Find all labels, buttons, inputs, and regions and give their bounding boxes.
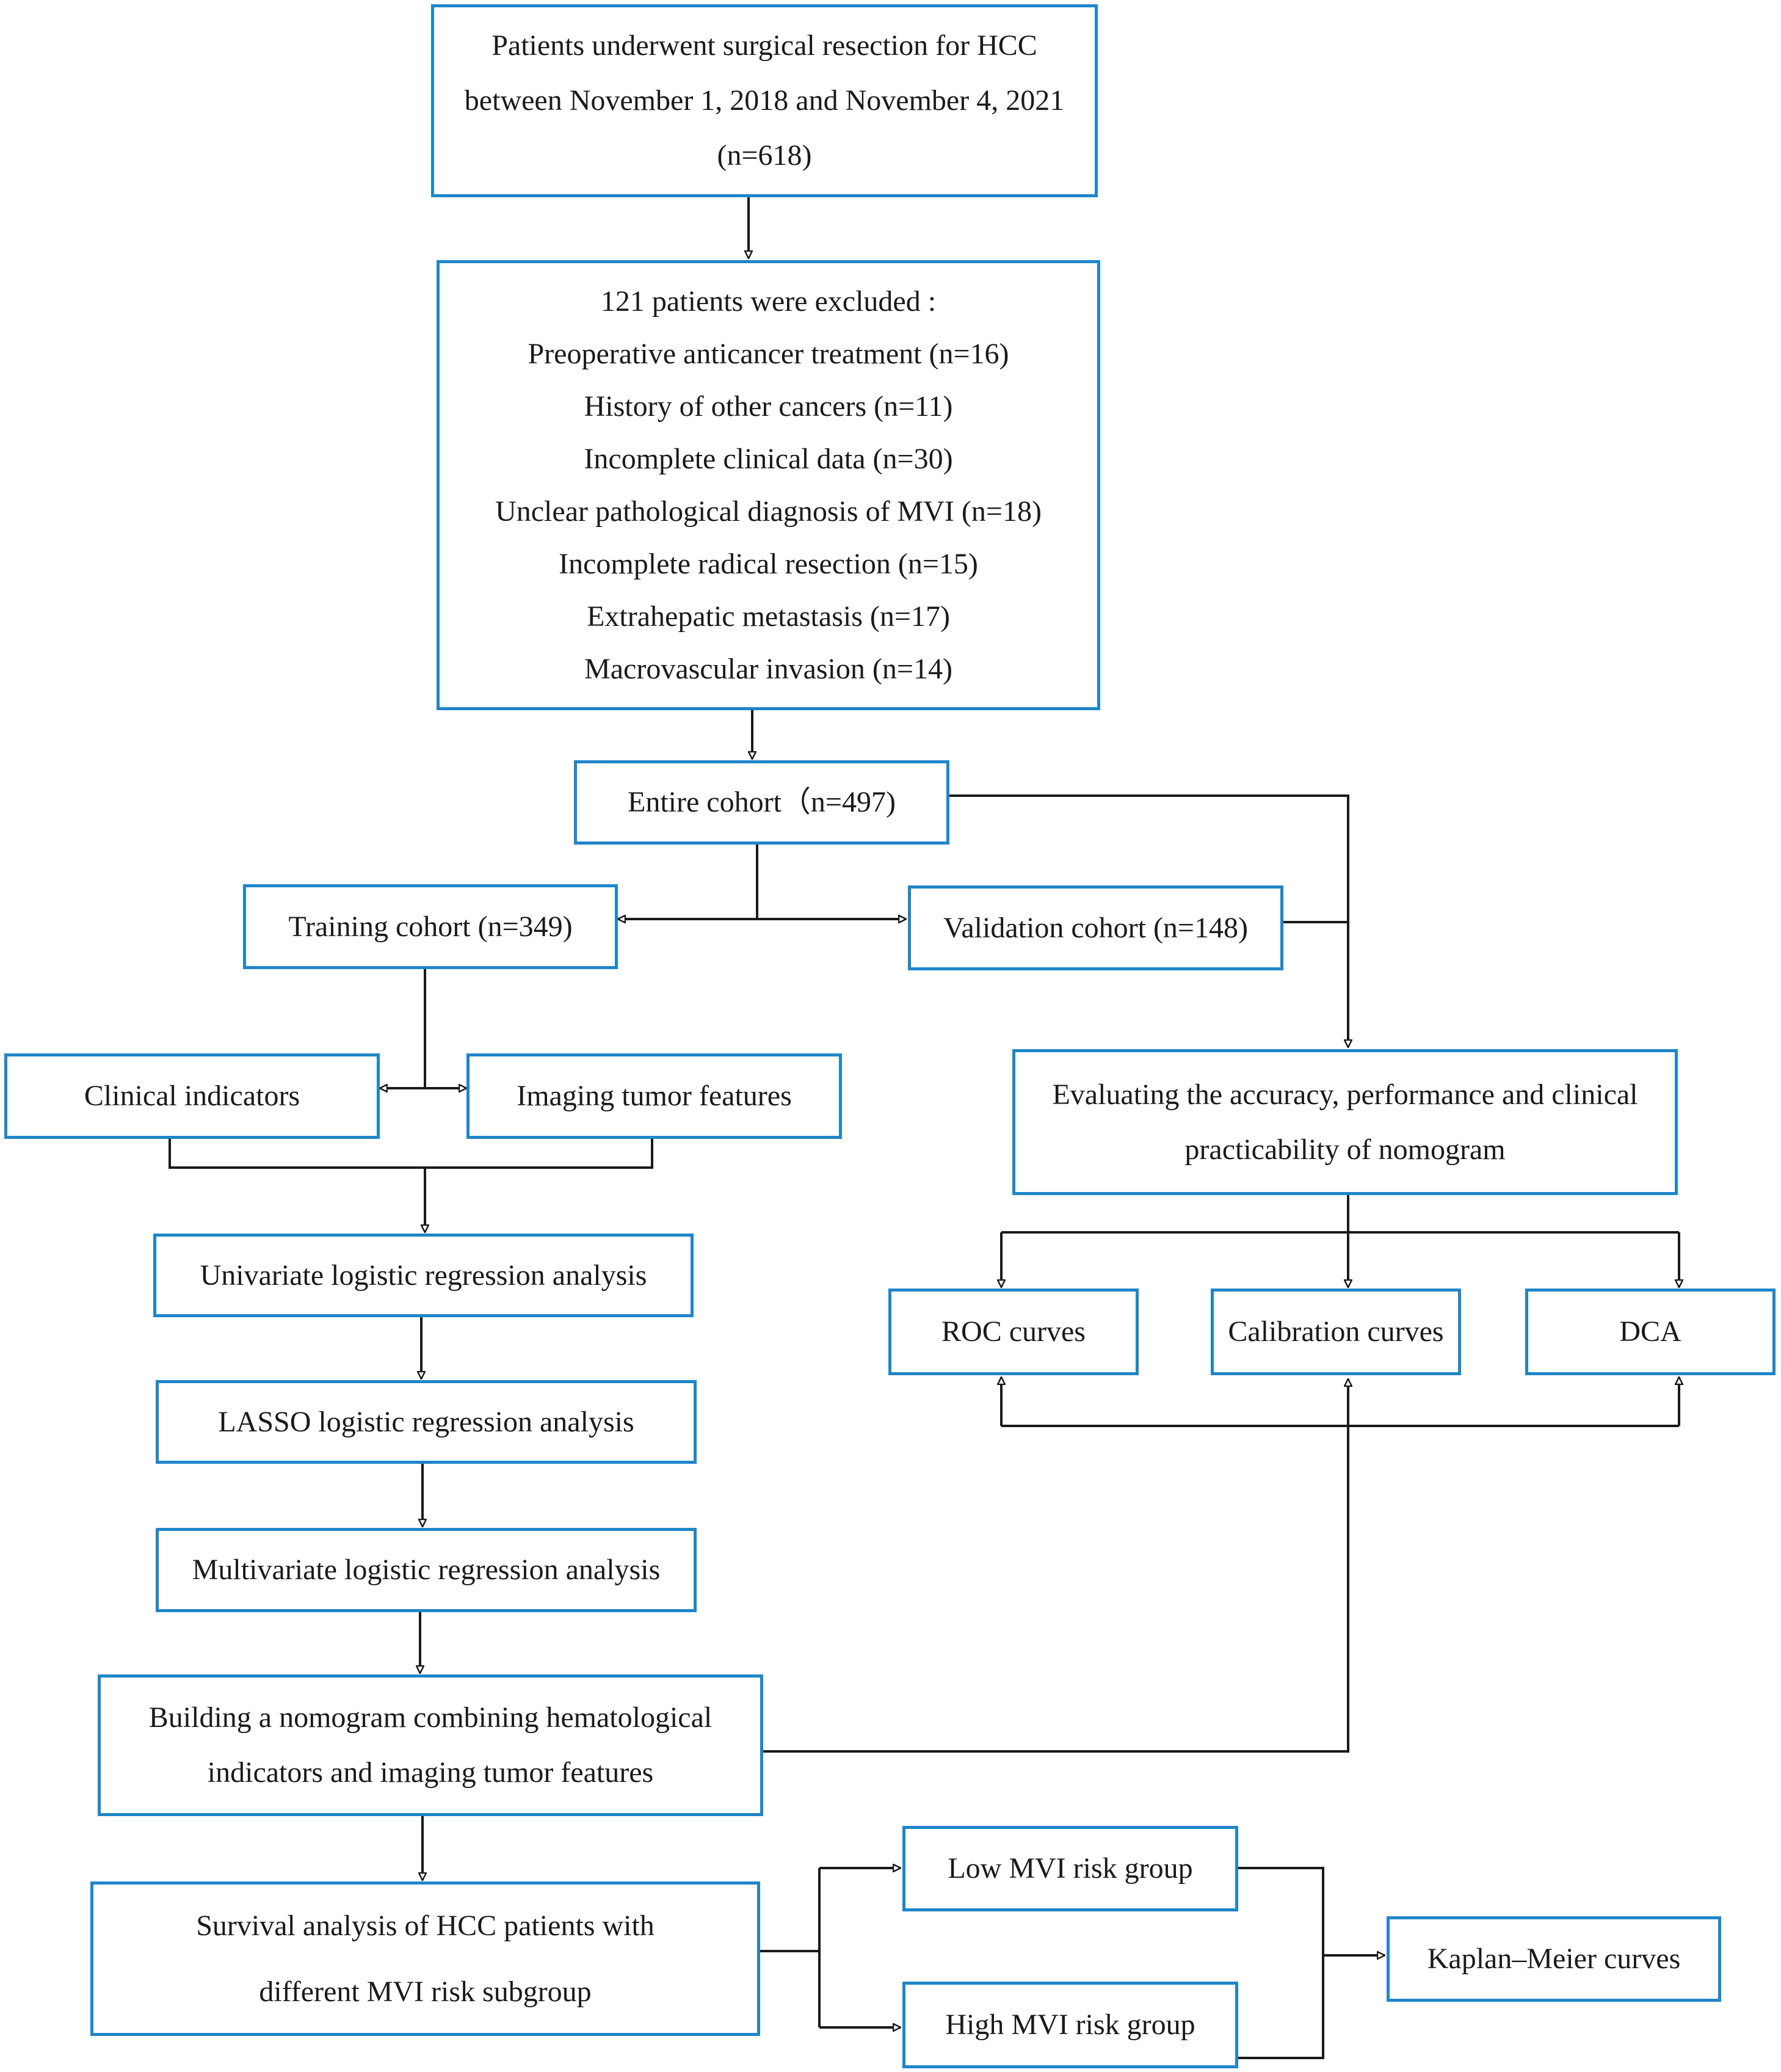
univariate-box: Univariate logistic regression analysis: [153, 1234, 694, 1317]
nomogram-box: Building a nomogram combining hematologi…: [98, 1674, 763, 1816]
nomogram-line-2: indicators and imaging tumor features: [207, 1756, 654, 1789]
clinical-indicators-label: Clinical indicators: [84, 1080, 300, 1112]
line-nomogram-to-right: [762, 1379, 1348, 1753]
roc-curves-label: ROC curves: [941, 1315, 1086, 1348]
patients-line-2: between November 1, 2018 and November 4,…: [464, 84, 1065, 117]
nomogram-line-1: Building a nomogram combining hematologi…: [148, 1701, 713, 1734]
lasso-label: LASSO logistic regression analysis: [218, 1405, 634, 1438]
multivariate-box: Multivariate logistic regression analysi…: [156, 1528, 697, 1612]
univariate-label: Univariate logistic regression analysis: [200, 1259, 647, 1292]
evaluating-line-2: practicability of nomogram: [1184, 1133, 1506, 1166]
training-cohort-label: Training cohort (n=349): [288, 910, 573, 943]
calibration-curves-box: Calibration curves: [1211, 1289, 1461, 1375]
survival-box: Survival analysis of HCC patients with d…: [90, 1881, 760, 2036]
lasso-box: LASSO logistic regression analysis: [156, 1380, 697, 1464]
training-cohort-box: Training cohort (n=349): [243, 884, 618, 969]
kaplan-meier-label: Kaplan–Meier curves: [1427, 1943, 1681, 1975]
entire-cohort-box: Entire cohort（n=497): [574, 760, 949, 845]
high-risk-label: High MVI risk group: [945, 2008, 1195, 2041]
kaplan-meier-box: Kaplan–Meier curves: [1387, 1916, 1721, 2002]
excluded-line-8: Macrovascular invasion (n=14): [584, 652, 952, 685]
survival-line-1: Survival analysis of HCC patients with: [196, 1909, 655, 1942]
patients-line-1: Patients underwent surgical resection fo…: [491, 29, 1037, 62]
excluded-line-2: Preoperative anticancer treatment (n=16): [528, 337, 1009, 370]
dca-box: DCA: [1525, 1289, 1776, 1375]
high-risk-box: High MVI risk group: [902, 1982, 1238, 2068]
line-entire-to-right: [948, 794, 1348, 1047]
excluded-line-3: History of other cancers (n=11): [584, 390, 953, 423]
patients-box: Patients underwent surgical resection fo…: [431, 4, 1098, 197]
validation-cohort-label: Validation cohort (n=148): [943, 911, 1248, 944]
clinical-indicators-box: Clinical indicators: [4, 1053, 380, 1139]
dca-label: DCA: [1619, 1315, 1681, 1348]
low-risk-box: Low MVI risk group: [902, 1826, 1238, 1911]
patients-line-3: (n=618): [717, 139, 812, 172]
excluded-line-6: Incomplete radical resection (n=15): [559, 547, 978, 580]
calibration-curves-label: Calibration curves: [1228, 1315, 1444, 1348]
line-low-right: [1236, 1867, 1324, 2059]
evaluating-box: Evaluating the accuracy, performance and…: [1012, 1049, 1678, 1195]
line-merge: [169, 1139, 653, 1169]
low-risk-label: Low MVI risk group: [948, 1852, 1193, 1885]
entire-cohort-label: Entire cohort（n=497): [628, 786, 896, 818]
excluded-line-5: Unclear pathological diagnosis of MVI (n…: [495, 495, 1042, 528]
excluded-line-1: 121 patients were excluded :: [600, 285, 937, 318]
imaging-features-label: Imaging tumor features: [517, 1080, 792, 1112]
multivariate-label: Multivariate logistic regression analysi…: [192, 1554, 661, 1586]
excluded-box: 121 patients were excluded : Preoperativ…: [437, 260, 1100, 710]
survival-line-2: different MVI risk subgroup: [259, 1975, 592, 2008]
roc-curves-box: ROC curves: [888, 1289, 1139, 1375]
excluded-line-4: Incomplete clinical data (n=30): [584, 442, 953, 475]
imaging-features-box: Imaging tumor features: [466, 1053, 842, 1139]
evaluating-line-1: Evaluating the accuracy, performance and…: [1052, 1078, 1638, 1111]
excluded-line-7: Extrahepatic metastasis (n=17): [587, 600, 950, 633]
validation-cohort-box: Validation cohort (n=148): [908, 885, 1283, 970]
